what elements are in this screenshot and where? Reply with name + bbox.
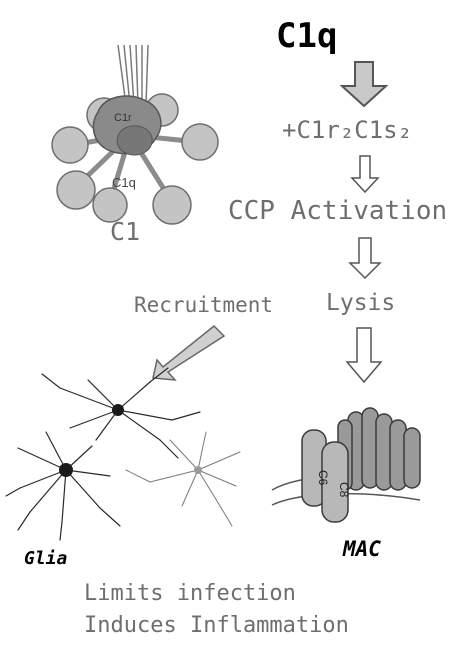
recruitment-label: Recruitment (134, 293, 274, 317)
c1r-c1s-addition-label: +C1r₂C1s₂ (282, 116, 413, 144)
complex-inner-label: C1r (114, 112, 132, 124)
mac-subunit-c6: C6 (316, 470, 330, 486)
arrow-to-lysis (348, 237, 382, 280)
glia-label: Glia (24, 548, 68, 569)
mac-subunit-c8: C8 (337, 482, 351, 498)
ccp-activation-label: CCP Activation (228, 196, 448, 226)
c1-label: C1 (110, 217, 140, 246)
lysis-label: Lysis (326, 290, 396, 316)
arrow-to-mac (345, 327, 383, 384)
mac-label: MAC (343, 537, 381, 561)
c1q-small-label: C1q (112, 175, 136, 190)
mac-illustration (271, 407, 421, 523)
c1-complex-illustration (51, 44, 219, 225)
glia-illustration (5, 367, 241, 541)
arrow-recruitment-to-glia (152, 324, 226, 381)
c1q-title: C1q (276, 16, 338, 56)
arrow-to-c1r-c1s (339, 61, 389, 108)
effect-line-1: Limits infection (84, 581, 296, 606)
effect-line-2: Induces Inflammation (84, 613, 349, 638)
arrow-to-activation (350, 155, 380, 194)
